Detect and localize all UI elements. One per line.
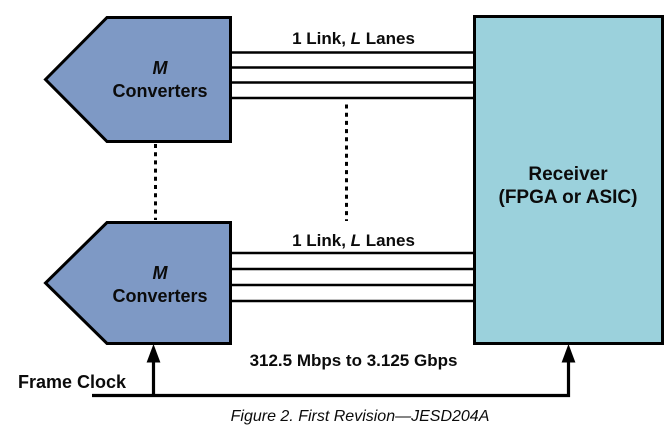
link-label-top-pre: 1 Link, [292, 29, 351, 48]
link-label-top-post: Lanes [361, 29, 415, 48]
lane-lines-top [232, 51, 475, 100]
link-label-top: 1 Link, L Lanes [233, 30, 474, 47]
link-label-bottom-post: Lanes [361, 231, 415, 250]
receiver-label: Receiver (FPGA or ASIC) [473, 163, 663, 209]
lane-lines-bottom [232, 251, 475, 303]
converter-bottom-name: Converters [112, 286, 208, 306]
converter-top-shape [43, 16, 232, 143]
receiver-label-line2: (FPGA or ASIC) [498, 187, 638, 208]
figure-caption: Figure 2. First Revision—JESD204A [230, 408, 490, 425]
link-label-bottom-pre: 1 Link, [292, 231, 351, 250]
converter-bottom-qty: M [152, 263, 168, 283]
frame-clock-label: Frame Clock [18, 372, 127, 392]
converter-top-label: M Converters [60, 57, 260, 103]
receiver-shape [473, 15, 664, 345]
link-label-bottom-em: L [350, 231, 362, 250]
rate-label: 312.5 Mbps to 3.125 Gbps [249, 351, 458, 370]
frame-clock-line [92, 352, 571, 398]
frame-clock-arrowhead-receiver [561, 344, 576, 363]
converter-top-qty: M [152, 58, 168, 78]
link-label-top-em: L [350, 29, 362, 48]
converter-top-name: Converters [112, 81, 208, 101]
converter-bottom-label: M Converters [60, 262, 260, 308]
receiver-label-line1: Receiver [528, 164, 608, 185]
frame-clock-arrowhead-converter [146, 344, 161, 363]
converter-bottom-shape [43, 221, 232, 345]
link-label-bottom: 1 Link, L Lanes [233, 232, 474, 249]
